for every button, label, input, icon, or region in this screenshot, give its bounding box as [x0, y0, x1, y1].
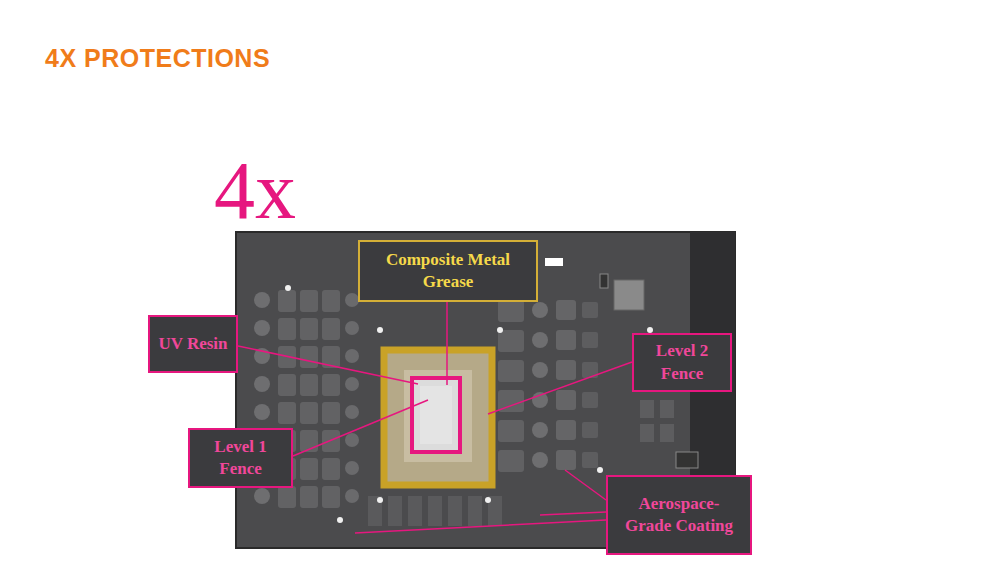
callout-box: Aerospace-Grade Coating [606, 475, 752, 555]
chip [582, 392, 598, 408]
capacitor [345, 321, 359, 335]
mount-hole [485, 497, 491, 503]
callout-box: Composite Metal Grease [358, 240, 538, 302]
mosfet [498, 300, 524, 322]
inductor [300, 374, 318, 396]
chip [582, 422, 598, 438]
mount-hole [497, 327, 503, 333]
callout-text: Level 1 Fence [198, 436, 283, 480]
inductor [556, 450, 576, 470]
inductor [556, 420, 576, 440]
capacitor [345, 489, 359, 503]
mosfet [498, 360, 524, 382]
chip [582, 302, 598, 318]
capacitor [254, 488, 270, 504]
chip [640, 424, 654, 442]
inductor [278, 402, 296, 424]
capacitor [532, 422, 548, 438]
inductor [278, 318, 296, 340]
inductor [322, 402, 340, 424]
memory-pad [408, 496, 422, 526]
memory-pad [388, 496, 402, 526]
inductor [322, 374, 340, 396]
inductor [322, 290, 340, 312]
capacitor [532, 452, 548, 468]
callout-box: Level 1 Fence [188, 428, 293, 488]
inductor [322, 318, 340, 340]
inductor [278, 374, 296, 396]
gpu-die [420, 386, 452, 444]
inductor [300, 290, 318, 312]
inductor [556, 330, 576, 350]
capacitor [254, 320, 270, 336]
mount-hole [337, 517, 343, 523]
inductor [300, 318, 318, 340]
uv-resin [412, 378, 460, 452]
chip [640, 400, 654, 418]
capacitor [254, 292, 270, 308]
callout-box: Level 2 Fence [632, 333, 732, 392]
fan-header [676, 452, 698, 468]
chip [582, 332, 598, 348]
header [600, 274, 608, 288]
chip [582, 452, 598, 468]
capacitor [345, 433, 359, 447]
capacitor [345, 405, 359, 419]
inductor [300, 486, 318, 508]
callout-text: Aerospace-Grade Coating [616, 493, 742, 537]
capacitor [254, 376, 270, 392]
inductor [300, 346, 318, 368]
page-title: 4X PROTECTIONS [45, 44, 270, 73]
connector [614, 280, 644, 310]
inductor [278, 486, 296, 508]
inductor [300, 402, 318, 424]
inductor [556, 300, 576, 320]
leader-lines [238, 302, 632, 533]
chip [660, 424, 674, 442]
capacitor [254, 404, 270, 420]
capacitor [532, 362, 548, 378]
inductor [556, 390, 576, 410]
mosfet [498, 420, 524, 442]
callout-text: Composite Metal Grease [368, 249, 528, 293]
memory-pad [448, 496, 462, 526]
memory-pad [468, 496, 482, 526]
mount-hole [597, 467, 603, 473]
capacitor [345, 461, 359, 475]
inductor [556, 360, 576, 380]
capacitor [345, 377, 359, 391]
level-2-fence [384, 350, 492, 485]
capacitor [345, 293, 359, 307]
mount-hole [285, 285, 291, 291]
inductor [322, 458, 340, 480]
callout-box: UV Resin [148, 315, 238, 373]
marking [545, 258, 563, 266]
callout-text: UV Resin [158, 333, 227, 355]
capacitor [532, 392, 548, 408]
inductor [278, 290, 296, 312]
memory-pad [428, 496, 442, 526]
memory-pad [368, 496, 382, 526]
capacitor [532, 332, 548, 348]
chip [660, 400, 674, 418]
inductor [300, 458, 318, 480]
callout-text: Level 2 Fence [642, 340, 722, 384]
mount-hole [377, 327, 383, 333]
mosfet [498, 330, 524, 352]
mount-hole [377, 497, 383, 503]
capacitor [345, 349, 359, 363]
inductor [322, 486, 340, 508]
mosfet [498, 450, 524, 472]
capacitor [532, 302, 548, 318]
multiplier-label: 4x [214, 150, 296, 232]
